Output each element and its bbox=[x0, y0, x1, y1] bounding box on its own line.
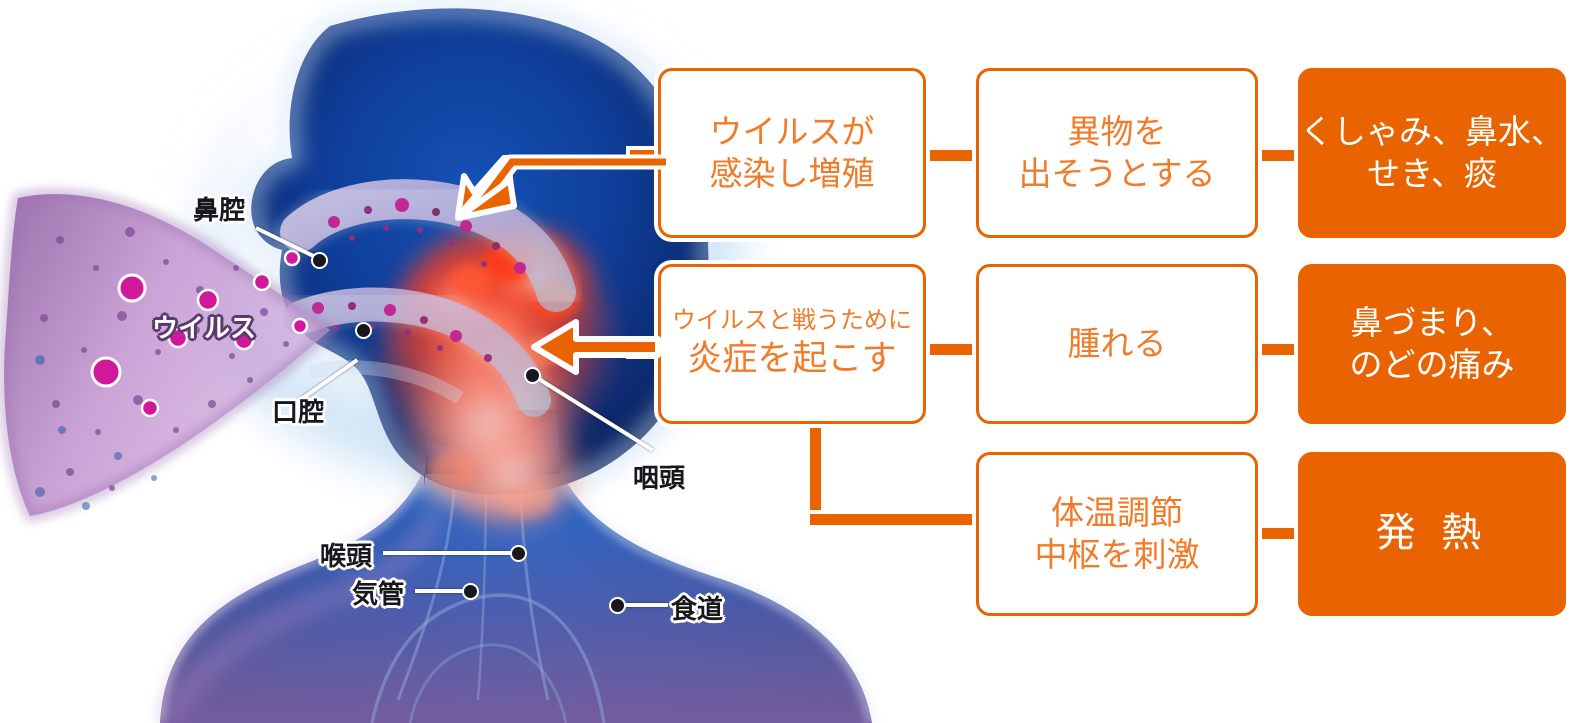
label-virus: ウイルス bbox=[152, 313, 257, 343]
leader-dot-larynx bbox=[510, 545, 527, 562]
label-nasal-cavity: 鼻腔 bbox=[193, 195, 246, 225]
connector-row3-effect-symptom bbox=[1252, 528, 1304, 539]
connector-row1-cause-effect bbox=[922, 150, 980, 161]
flow-box-line: 異物を bbox=[1067, 112, 1167, 150]
leader-dot-esophagus bbox=[609, 597, 626, 614]
label-larynx: 喉頭 bbox=[320, 541, 373, 571]
arrow-to-pharynx bbox=[531, 319, 661, 375]
flow-box-line: くしゃみ、鼻水、 bbox=[1300, 112, 1564, 150]
flow-box-cause-inflammation[interactable]: ウイルスと戦うために 炎症を起こす bbox=[658, 264, 926, 424]
flow-box-line: 出そうとする bbox=[1018, 155, 1216, 192]
flow-box-effect-expel[interactable]: 異物を 出そうとする bbox=[976, 68, 1258, 238]
flow-box-line: のどの痛み bbox=[1349, 346, 1515, 383]
leader-dot-nasal-cavity bbox=[311, 252, 328, 269]
connector-row1-effect-symptom bbox=[1252, 150, 1304, 161]
flow-box-cause-infection[interactable]: ウイルスが 感染し増殖 bbox=[658, 68, 926, 238]
leader-dot-oral-cavity bbox=[355, 322, 372, 339]
flow-box-symptom-congestion[interactable]: 鼻づまり、 のどの痛み bbox=[1298, 264, 1566, 424]
flow-box-line: 感染し増殖 bbox=[709, 155, 875, 192]
flow-box-symptom-fever[interactable]: 発 熱 bbox=[1298, 452, 1566, 616]
leader-line-larynx bbox=[383, 551, 516, 555]
flow-box-line: ウイルスが bbox=[709, 112, 875, 150]
arrow-to-nasal-cavity bbox=[455, 154, 670, 221]
leader-line-trachea bbox=[415, 589, 468, 593]
label-oral-cavity: 口腔 bbox=[272, 397, 325, 427]
connector-row2-to-row3-vertical bbox=[810, 420, 821, 525]
connector-row2-cause-effect bbox=[922, 344, 980, 355]
anatomy-illustration bbox=[0, 0, 876, 723]
flow-box-line: 体温調節 bbox=[1051, 493, 1183, 531]
flow-box-effect-swell[interactable]: 腫れる bbox=[976, 264, 1258, 424]
label-pharynx: 咽頭 bbox=[633, 463, 686, 493]
flow-box-line: 炎症を起こす bbox=[687, 338, 897, 378]
label-trachea: 気管 bbox=[352, 579, 405, 609]
flow-box-symptom-sneeze[interactable]: くしゃみ、鼻水、 せき、痰 bbox=[1298, 68, 1566, 238]
connector-row2-effect-symptom bbox=[1252, 344, 1304, 355]
flow-box-line: ウイルスと戦うために bbox=[672, 307, 912, 335]
flow-box-effect-thermoregulation[interactable]: 体温調節 中枢を刺激 bbox=[976, 452, 1258, 616]
flow-box-line: せき、痰 bbox=[1367, 155, 1497, 192]
leader-dot-trachea bbox=[462, 583, 479, 600]
leader-dot-pharynx bbox=[524, 367, 541, 384]
flow-box-line: 腫れる bbox=[1067, 324, 1167, 362]
flow-box-line: 発 熱 bbox=[1375, 511, 1489, 556]
connector-row2-to-row3-horizontal bbox=[810, 514, 982, 525]
flow-box-line: 中枢を刺激 bbox=[1034, 536, 1200, 573]
flow-box-line: 鼻づまり、 bbox=[1350, 303, 1514, 341]
label-esophagus: 食道 bbox=[671, 594, 724, 624]
leader-line-esophagus bbox=[623, 603, 668, 607]
